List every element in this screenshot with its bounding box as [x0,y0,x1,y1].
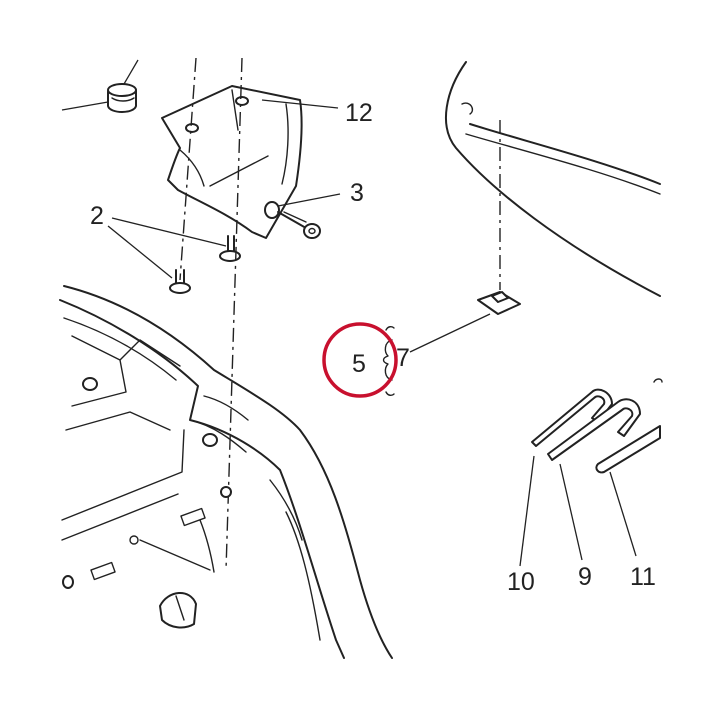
grommet-leader-top [123,59,139,85]
group-brace-bottom [385,391,395,397]
label-part-3: 3 [350,179,364,207]
allen-key-11 [595,378,663,474]
label-part-7: 7 [396,344,410,372]
screw-leader-b [107,225,173,279]
allen-key-9 [547,398,641,461]
grommet-leader-left [61,101,109,111]
group-brace [382,339,393,381]
screw-leader-a [111,217,227,247]
screw-part-2-b [169,269,191,294]
key-10-leader [519,455,535,567]
group-brace-top [385,325,395,331]
screw-part-3 [277,211,321,239]
label-part-9: 9 [578,563,592,591]
label-part-12: 12 [345,99,373,127]
clip-nut [477,291,521,315]
label-part-11: 11 [630,563,656,591]
screw-part-2-a [219,235,241,262]
label-part-10: 10 [507,568,535,596]
key-11-leader [609,471,637,557]
key-9-leader [559,463,583,561]
screw-leader [277,193,341,207]
rubber-grommet [107,83,137,113]
label-part-2: 2 [90,202,104,230]
bracket-leader [261,99,339,109]
tank-cover [444,61,661,297]
mounting-bracket [161,85,303,239]
axis-line-2 [225,57,243,571]
clip-leader [409,313,491,353]
axis-line-1 [179,57,197,281]
highlight-circle [322,322,398,398]
frame-assembly [59,285,393,659]
label-part-5: 5 [352,350,366,378]
dome-cap [159,592,197,629]
